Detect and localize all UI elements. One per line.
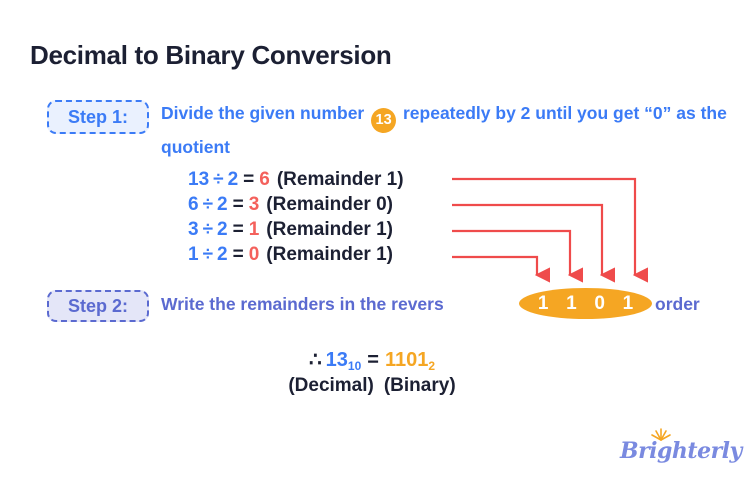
equation-row: 13 ÷ 2 = 6 (Remainder 1) <box>188 167 404 192</box>
equation-quotient: 0 <box>248 243 260 265</box>
equation-quotient: 3 <box>248 193 260 215</box>
connector-line-3 <box>452 229 584 283</box>
step-1-text-before: Divide the given number <box>161 103 365 123</box>
division-equations-list: 13 ÷ 2 = 6 (Remainder 1) 6 ÷ 2 = 3 (Rema… <box>188 167 404 267</box>
result-digit: 1 <box>622 293 634 314</box>
result-digit: 0 <box>594 293 605 314</box>
conclusion-labels: (Decimal) (Binary) <box>0 375 744 397</box>
step-2-instruction-tail: order <box>655 294 700 314</box>
equation-dividend: 6 <box>188 193 199 215</box>
divide-operator: ÷ <box>202 193 214 215</box>
step-1-text-after: repeatedly by 2 until you get “0” as the… <box>161 103 727 157</box>
therefore-symbol: ∴ <box>308 349 322 371</box>
equation-dividend: 3 <box>188 218 199 240</box>
connector-line-1 <box>452 177 649 283</box>
equals-operator: = <box>232 243 244 265</box>
step-2-instruction: Write the remainders in the revers <box>161 294 444 314</box>
binary-result-pill: 1 1 0 1 <box>519 288 652 319</box>
equals-operator: = <box>232 193 244 215</box>
page-title: Decimal to Binary Conversion <box>30 40 392 70</box>
equation-row: 3 ÷ 2 = 1 (Remainder 1) <box>188 217 404 242</box>
equation-remainder: (Remainder 0) <box>266 193 393 215</box>
divide-operator: ÷ <box>202 243 214 265</box>
step-2-badge: Step 2: <box>47 290 149 322</box>
equation-row: 1 ÷ 2 = 0 (Remainder 1) <box>188 242 404 267</box>
equation-row: 6 ÷ 2 = 3 (Remainder 0) <box>188 192 404 217</box>
conclusion-binary-subscript: 2 <box>428 359 436 373</box>
binary-label: (Binary) <box>383 375 456 396</box>
connector-line-2 <box>452 203 616 283</box>
conclusion-decimal-subscript: 10 <box>347 359 362 373</box>
divide-operator: ÷ <box>202 218 214 240</box>
conclusion-binary-value: 1101 <box>384 349 429 371</box>
equation-divisor: 2 <box>217 193 228 215</box>
conclusion-equation: ∴1310 =11012 <box>0 347 744 373</box>
divide-operator: ÷ <box>213 168 224 190</box>
equation-dividend: 1 <box>188 243 199 265</box>
brighterly-wordmark: Brighterly <box>620 438 742 464</box>
connector-line-4 <box>452 255 551 283</box>
equation-remainder: (Remainder 1) <box>266 218 393 240</box>
equation-quotient: 6 <box>259 168 270 190</box>
result-digit: 1 <box>566 293 577 314</box>
sunburst-icon <box>651 428 671 441</box>
equation-remainder: (Remainder 1) <box>266 243 393 265</box>
decimal-label: (Decimal) <box>288 375 374 396</box>
equals-operator: = <box>243 168 255 190</box>
equals-operator: = <box>232 218 244 240</box>
conclusion-equals: = <box>367 349 379 371</box>
result-digit: 1 <box>537 293 549 314</box>
equation-divisor: 2 <box>227 168 239 190</box>
step-1-badge: Step 1: <box>47 100 149 134</box>
equation-dividend: 13 <box>188 168 210 190</box>
step-1-instruction: Divide the given number 13 repeatedly by… <box>161 99 736 161</box>
brighterly-logo: Brighterly <box>620 428 742 470</box>
equation-divisor: 2 <box>217 218 228 240</box>
conclusion-decimal-value: 13 <box>325 349 348 371</box>
equation-divisor: 2 <box>217 243 228 265</box>
equation-quotient: 1 <box>248 218 260 240</box>
decimal-number-badge: 13 <box>371 107 397 133</box>
equation-remainder: (Remainder 1) <box>276 168 404 190</box>
